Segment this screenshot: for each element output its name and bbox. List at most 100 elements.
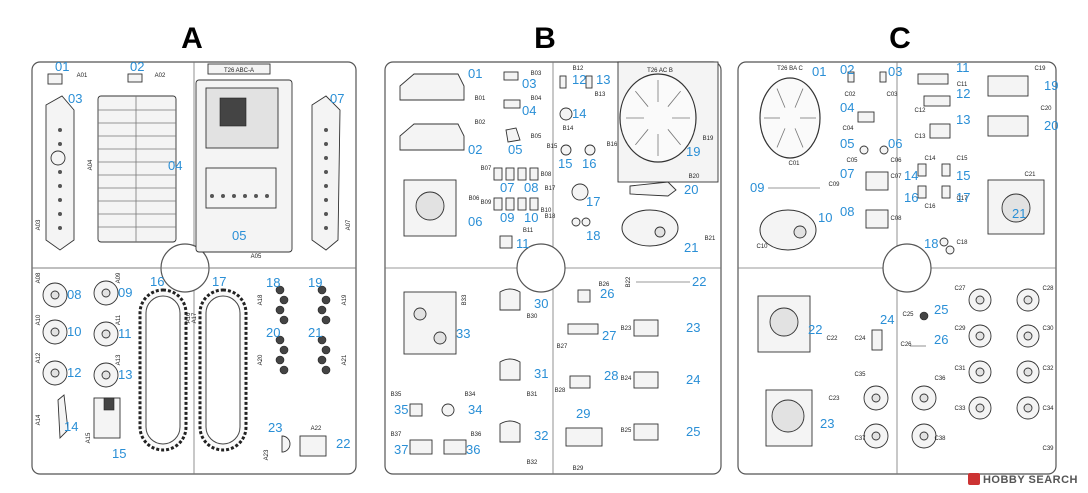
- part-number-C13: 13: [956, 112, 970, 127]
- part-C18b: [945, 245, 955, 255]
- part-number-C21: 21: [1012, 206, 1026, 221]
- gate-code-A04: A04: [88, 159, 94, 170]
- part-number-C22: 22: [808, 322, 822, 337]
- part-number-B14: 14: [572, 106, 586, 121]
- gate-code-C35: C35: [854, 372, 866, 378]
- part-C03: [879, 71, 887, 83]
- part-number-B09: 09: [500, 210, 514, 225]
- part-B07: [493, 167, 503, 181]
- rivet: [232, 194, 236, 198]
- part-number-B20: 20: [684, 182, 698, 197]
- gate-code-B03: B03: [531, 71, 542, 77]
- part-C14: [917, 163, 927, 177]
- part-B29: [565, 427, 603, 447]
- part-number-B06: 06: [468, 214, 482, 229]
- gate-code-B20: B20: [689, 174, 700, 180]
- gate-code-A03: A03: [36, 219, 42, 230]
- gate-code-C31: C31: [954, 366, 966, 372]
- part-B09b: [505, 197, 515, 211]
- gate-code-A22: A22: [311, 426, 322, 432]
- part-number-B24: 24: [686, 372, 700, 387]
- part-number-B16: 16: [582, 156, 596, 171]
- gate-code-B10: B10: [541, 208, 552, 214]
- part-number-A22: 22: [336, 436, 350, 451]
- gate-code-C09: C09: [828, 182, 840, 188]
- part-number-A12: 12: [67, 365, 81, 380]
- gate-code-A09: A09: [116, 272, 122, 283]
- gate-code-C06: C06: [890, 158, 902, 164]
- part-number-A18: 18: [266, 275, 280, 290]
- watermark-text: HOBBY SEARCH: [982, 474, 1078, 486]
- part-number-B34: 34: [468, 402, 482, 417]
- gate-code-B26: B26: [599, 282, 610, 288]
- gate-code-C25: C25: [902, 312, 914, 318]
- gate-code-A02: A02: [155, 73, 166, 79]
- gate-code-C38: C38: [934, 436, 946, 442]
- gate-code-A11: A11: [116, 314, 122, 325]
- part-B12: [559, 75, 567, 89]
- rivet: [58, 142, 62, 146]
- gate-code-C04: C04: [842, 126, 854, 132]
- gate-code-C29: C29: [954, 326, 966, 332]
- part-number-C11: 11: [956, 60, 970, 75]
- dome-rib: [667, 129, 681, 146]
- part-C05: [859, 145, 869, 155]
- gate-code-B18: B18: [545, 214, 556, 220]
- gate-code-C11: C11: [957, 82, 968, 88]
- part-B34: [441, 403, 455, 417]
- part-number-A05: 05: [232, 228, 246, 243]
- part-C19: [987, 75, 1029, 97]
- sprocket-small: [50, 150, 66, 166]
- rivet: [324, 184, 328, 188]
- part-B11: [499, 235, 513, 249]
- gate-code-B32: B32: [527, 460, 538, 466]
- part-number-B12: 12: [572, 72, 586, 87]
- gate-code-B16: B16: [607, 142, 618, 148]
- part-A01: [47, 73, 63, 85]
- part-number-C24: 24: [880, 312, 894, 327]
- part-number-B19: 19: [686, 144, 700, 159]
- turret-ring: [415, 191, 445, 221]
- part-number-B36: 36: [466, 442, 480, 457]
- part-number-A08: 08: [67, 287, 81, 302]
- bogie-wheel: [275, 355, 285, 365]
- part-B26: [577, 289, 591, 303]
- gate-code-B23: B23: [621, 326, 632, 332]
- part-B37: [409, 439, 433, 455]
- gate-code-B22: B22: [626, 276, 632, 287]
- part-number-C23: 23: [820, 416, 834, 431]
- gate-code-B02: B02: [475, 120, 486, 126]
- hub: [975, 367, 985, 377]
- part-number-C01: 01: [812, 64, 826, 79]
- part-C04: [857, 111, 875, 123]
- wheel-hub: [101, 288, 111, 298]
- part-number-A21: 21: [308, 325, 322, 340]
- part-number-C20: 20: [1044, 118, 1058, 133]
- part-C17: [941, 185, 951, 199]
- gate-code-C21: C21: [1024, 172, 1036, 178]
- part-A23: [281, 435, 291, 453]
- part-number-C12: 12: [956, 86, 970, 101]
- part-A02: [127, 73, 143, 83]
- hatch: [793, 225, 807, 239]
- wheel-hub: [101, 370, 111, 380]
- part-number-C05: 05: [840, 136, 854, 151]
- gate-code-C14: C14: [924, 156, 936, 162]
- part-B30: [499, 288, 521, 311]
- engine-grille: [219, 97, 247, 127]
- part-B33: [403, 291, 457, 355]
- hub: [919, 431, 929, 441]
- part-number-B26: 26: [600, 286, 614, 301]
- part-B03: [503, 71, 519, 81]
- sprue-tag-text-C: T26 BA C: [777, 66, 803, 72]
- gate-code-C34: C34: [1042, 406, 1054, 412]
- part-number-A10: 10: [67, 324, 81, 339]
- part-B35: [409, 403, 423, 417]
- part-number-B21: 21: [684, 240, 698, 255]
- gate-code-B17: B17: [545, 186, 556, 192]
- bogie-wheel: [275, 285, 285, 295]
- part-number-B28: 28: [604, 368, 618, 383]
- part-C10: [759, 209, 817, 251]
- gate-code-C08: C08: [890, 216, 902, 222]
